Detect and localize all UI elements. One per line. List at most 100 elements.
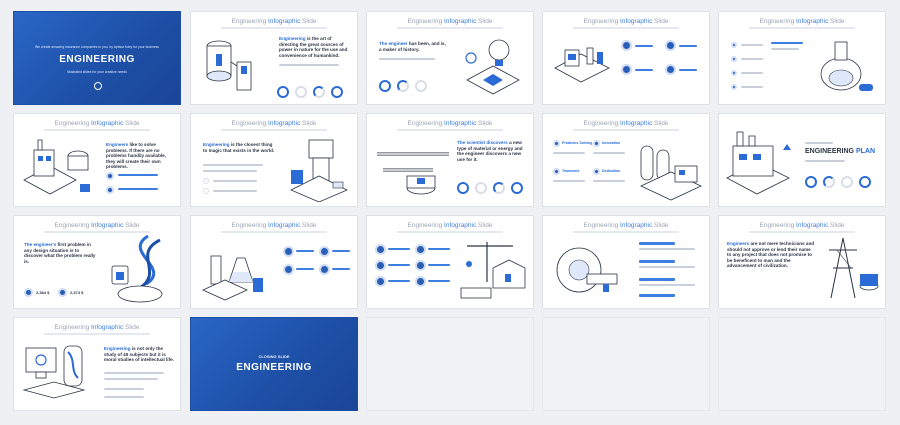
progress-ring (493, 182, 505, 194)
progress-ring (475, 182, 487, 194)
text-line (428, 248, 450, 250)
slide-title: Engineering Infographic Slide (583, 222, 669, 229)
text-line (118, 174, 158, 176)
progress-ring (397, 80, 409, 92)
text-line (332, 268, 350, 270)
feature-label: Teamwork (562, 169, 580, 173)
slide-subtitle-line (573, 129, 679, 131)
slide-12[interactable]: Engineering Infographic Slide (190, 215, 358, 309)
text-line (805, 160, 845, 162)
slide-6[interactable]: Engineering Infographic Slide Engineers … (13, 113, 181, 207)
step-label (679, 69, 697, 71)
slide-subtitle-line (44, 129, 150, 131)
press-machine-icon (290, 139, 348, 202)
slide-7[interactable]: Engineering Infographic Slide Engineerin… (190, 113, 358, 207)
text-line (741, 86, 763, 88)
slide-2[interactable]: Engineering Infographic Slide Engineerin… (190, 11, 358, 105)
slide-subtitle-line (397, 129, 503, 131)
text-line (213, 190, 257, 192)
slide-subtitle-line (573, 27, 679, 29)
bullet-dot (593, 140, 600, 147)
slide-subtitle-line (221, 27, 327, 29)
slide-13[interactable]: Engineering Infographic Slide (366, 215, 534, 309)
text-line (388, 248, 410, 250)
bar-label (639, 278, 675, 281)
slide-title: Engineering Infographic Slide (54, 324, 140, 331)
step-dot (283, 246, 294, 257)
slide-quote: The scientist discovers a new type of ma… (457, 140, 523, 162)
microscope-lab-icon (202, 255, 263, 301)
stat-dot (58, 288, 67, 297)
slide-placeholder (366, 317, 534, 411)
slide-quote: The engineer's first problem in any desi… (24, 242, 96, 264)
slide-subtitle-line (573, 231, 679, 233)
text-line (553, 152, 585, 154)
slide-placeholder (542, 317, 710, 411)
slide-quote: Engineers like to solve problems. If the… (106, 142, 166, 170)
step-dot (621, 40, 632, 51)
slide-5[interactable]: Engineering Infographic Slide (718, 11, 886, 105)
bullet-dot (106, 172, 114, 180)
slide-quote: The engineer has been, and is, a maker o… (379, 41, 446, 52)
text-line (593, 152, 625, 154)
slide-3[interactable]: Engineering Infographic Slide The engine… (366, 11, 534, 105)
slide-title: Engineering Infographic Slide (231, 222, 317, 229)
slide-8[interactable]: Engineering Infographic Slide The scient… (366, 113, 534, 207)
progress-ring (379, 80, 391, 92)
progress-ring (805, 176, 817, 188)
text-line (332, 250, 350, 252)
text-line (104, 372, 164, 374)
step-label (635, 45, 653, 47)
slide-10[interactable]: ENGINEERING PLAN (718, 113, 886, 207)
computer-icon (22, 345, 86, 399)
progress-ring (823, 176, 835, 188)
slide-subtitle-line (397, 27, 503, 29)
slide-title: Engineering Infographic Slide (231, 18, 317, 25)
slide-title: Engineering Infographic Slide (54, 222, 140, 229)
step-dot (375, 260, 386, 271)
slide-closing[interactable]: CLOSING SLIDE ENGINEERING (190, 317, 358, 411)
closing-label: CLOSING SLIDE (258, 354, 290, 359)
step-dot (665, 40, 676, 51)
slide-cover[interactable]: We create amazing Insurance companies to… (13, 11, 181, 105)
bullet-dot (731, 56, 737, 62)
text-line (741, 44, 763, 46)
slide-title: Engineering Infographic Slide (54, 120, 140, 127)
text-line (388, 280, 410, 282)
step-dot (319, 264, 330, 275)
play-circle-icon[interactable] (94, 82, 102, 90)
flask-reactor-icon (820, 41, 873, 91)
bullet-dot (731, 42, 737, 48)
text-line (104, 378, 158, 380)
feature-label: Innovation (602, 141, 621, 145)
slide-15[interactable]: Engineering Infographic Slide Engineers … (718, 215, 886, 309)
progress-ring (457, 182, 469, 194)
slide-9[interactable]: Engineering Infographic Slide Problems S… (542, 113, 710, 207)
feature-label: Dedication (602, 169, 621, 173)
pipeline-icon (377, 152, 449, 195)
text-line (428, 280, 450, 282)
plan-title: ENGINEERING PLAN (805, 148, 876, 155)
slide-subtitle-line (749, 27, 855, 29)
text-line (203, 170, 257, 172)
progress-ring (841, 176, 853, 188)
slide-14[interactable]: Engineering Infographic Slide (542, 215, 710, 309)
bullet-dot (553, 168, 560, 175)
step-dot (665, 64, 676, 75)
check-icon (203, 188, 209, 194)
text-line (213, 180, 257, 182)
step-dot (415, 260, 426, 271)
machinery-icon (554, 47, 610, 83)
text-line (118, 188, 158, 190)
progress-ring (511, 182, 523, 194)
slide-11[interactable]: Engineering Infographic Slide The engine… (13, 215, 181, 309)
slide-16[interactable]: Engineering Infographic Slide Engineerin… (13, 317, 181, 411)
progress-ring (859, 176, 871, 188)
slide-quote: Engineering is the closest thing to magi… (203, 142, 275, 153)
text-line (771, 48, 799, 50)
slide-subtitle-line (749, 231, 855, 233)
dna-helix-icon (111, 234, 163, 303)
step-label (635, 69, 653, 71)
factory-icon (23, 139, 90, 195)
slide-4[interactable]: Engineering Infographic Slide (542, 11, 710, 105)
